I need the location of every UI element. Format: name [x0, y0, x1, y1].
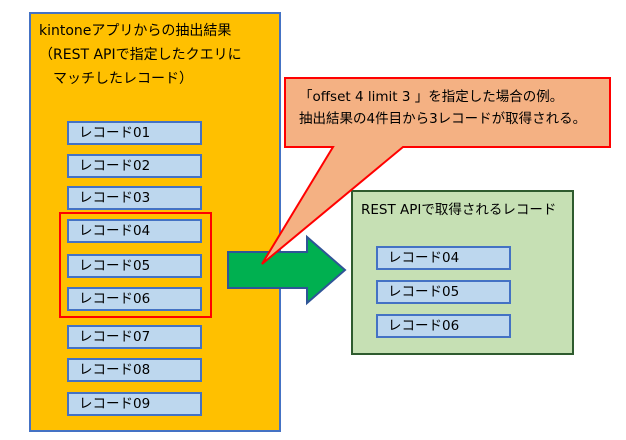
record-09: レコード09 [67, 392, 202, 416]
result-record-04: レコード04 [376, 246, 511, 270]
record-03: レコード03 [67, 186, 202, 210]
result-record-05: レコード05 [376, 280, 511, 304]
selection-highlight [59, 212, 212, 318]
record-04: レコード04 [67, 219, 202, 243]
callout-bubble [261, 77, 611, 265]
kintone-app-panel: kintoneアプリからの抽出結果 （REST APIで指定したクエリに マッチ… [29, 12, 281, 432]
record-06: レコード06 [67, 287, 202, 311]
flow-arrow [227, 234, 347, 306]
panel-title-line-3: マッチしたレコード） [39, 71, 193, 87]
record-08: レコード08 [67, 358, 202, 382]
record-02: レコード02 [67, 154, 202, 178]
panel-title-line-1: kintoneアプリからの抽出結果 [39, 23, 232, 39]
record-05: レコード05 [67, 254, 202, 278]
callout-line-2: 抽出結果の4件目から3レコードが取得される。 [299, 111, 587, 127]
result-panel-title: REST APIで取得されるレコード [361, 202, 557, 218]
rest-api-result-panel: REST APIで取得されるレコード レコード04 レコード05 レコード06 [351, 190, 574, 355]
callout-text: 「offset 4 limit 3 」を指定した場合の例。 抽出結果の4件目から… [287, 79, 611, 147]
result-record-06: レコード06 [376, 314, 511, 338]
panel-title-line-2: （REST APIで指定したクエリに [39, 47, 242, 63]
record-07: レコード07 [67, 325, 202, 349]
record-01: レコード01 [67, 121, 202, 145]
callout-line-1: 「offset 4 limit 3 」を指定した場合の例。 [299, 89, 564, 105]
